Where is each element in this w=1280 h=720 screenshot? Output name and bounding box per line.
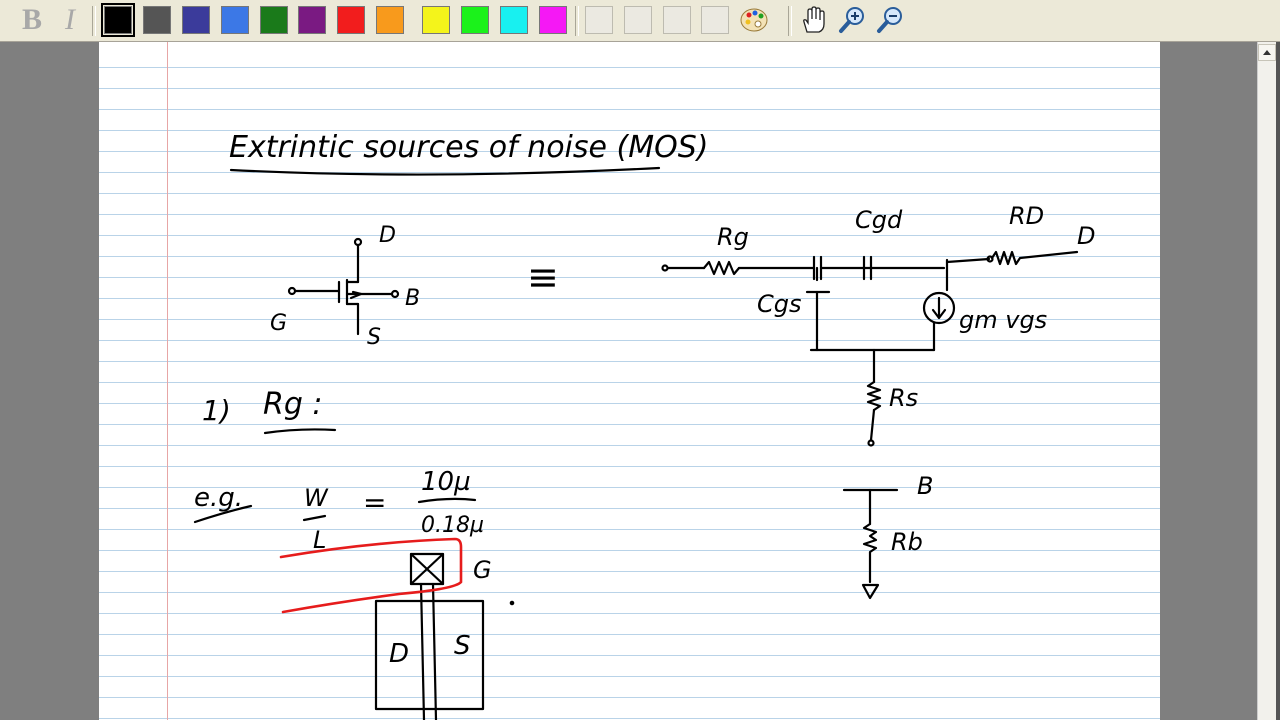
color-swatch-button[interactable] xyxy=(182,6,210,34)
l-text: L xyxy=(313,526,326,554)
window-edge xyxy=(1276,42,1280,720)
rs-resistor xyxy=(866,380,882,412)
rs-label: Rs xyxy=(889,384,918,412)
color-swatch-button[interactable] xyxy=(461,6,489,34)
toolbar-separator xyxy=(575,6,579,36)
palette-icon[interactable] xyxy=(738,4,770,36)
empty-slot-button[interactable] xyxy=(663,6,691,34)
mos-source-label: S xyxy=(367,325,381,350)
cgd-label: Cgd xyxy=(855,206,903,234)
rg-resistor xyxy=(702,260,741,276)
layout-gate-label: G xyxy=(473,556,492,584)
cgs-label: Cgs xyxy=(757,290,802,318)
mos-bulk-label: B xyxy=(405,286,420,311)
mos-drain-label: D xyxy=(379,223,396,248)
color-swatch-button[interactable] xyxy=(143,6,171,34)
equals-text: = xyxy=(363,486,386,519)
empty-slot-button[interactable] xyxy=(624,6,652,34)
w-text: W xyxy=(304,484,329,512)
italic-button[interactable]: I xyxy=(65,3,75,36)
rd-label: RD xyxy=(1009,202,1044,230)
layout-source-label: S xyxy=(454,631,471,661)
toolbar: B I xyxy=(0,0,1280,42)
hand-icon[interactable] xyxy=(798,4,830,36)
ground-symbol xyxy=(861,583,880,600)
rg-label: Rg xyxy=(717,223,749,251)
title-underline xyxy=(229,166,661,176)
notebook-page[interactable]: Extrintic sources of noise (MOS) D G S B… xyxy=(99,42,1160,720)
zoom-out-icon[interactable] xyxy=(874,4,906,36)
toolbar-separator xyxy=(788,6,792,36)
color-swatch-button[interactable] xyxy=(539,6,567,34)
zoom-in-icon[interactable] xyxy=(836,4,868,36)
bulk-label: B xyxy=(917,472,933,500)
scroll-up-button[interactable] xyxy=(1258,44,1276,61)
toolbar-separator xyxy=(92,6,96,36)
rb-label: Rb xyxy=(891,528,923,556)
color-swatch-button[interactable] xyxy=(422,6,450,34)
denominator-text: 0.18µ xyxy=(421,513,484,538)
color-swatch-button[interactable] xyxy=(500,6,528,34)
empty-slot-button[interactable] xyxy=(701,6,729,34)
empty-slot-button[interactable] xyxy=(585,6,613,34)
layout-drain-label: D xyxy=(389,639,409,669)
color-swatch-button[interactable] xyxy=(101,3,135,37)
red-gate-outline xyxy=(279,537,463,614)
bold-button[interactable]: B xyxy=(21,3,42,36)
rb-resistor xyxy=(862,522,878,584)
item-label: Rg : xyxy=(263,387,323,422)
layout-sketch xyxy=(374,552,485,720)
eg-text: e.g. xyxy=(194,483,243,513)
equivalent-circuit xyxy=(661,250,1079,600)
handwriting-canvas: Extrintic sources of noise (MOS) D G S B… xyxy=(193,130,1095,720)
numerator-text: 10µ xyxy=(421,467,471,497)
color-swatch-button[interactable] xyxy=(376,6,404,34)
drain-label: D xyxy=(1077,222,1095,250)
chevron-up-icon xyxy=(1263,50,1271,55)
title-text: Extrintic sources of noise (MOS) xyxy=(229,130,708,165)
rd-resistor xyxy=(990,250,1079,266)
margin-line xyxy=(167,42,168,720)
gm-label: gm vgs xyxy=(959,306,1047,334)
equivalent-sign: ≡ xyxy=(527,255,559,299)
color-swatch-button[interactable] xyxy=(260,6,288,34)
vertical-scrollbar[interactable] xyxy=(1257,42,1277,720)
color-swatch-button[interactable] xyxy=(298,6,326,34)
color-swatch-button[interactable] xyxy=(337,6,365,34)
mos-symbol xyxy=(287,237,400,336)
mos-gate-label: G xyxy=(270,311,287,336)
item-number: 1) xyxy=(202,394,231,427)
color-swatch-button[interactable] xyxy=(221,6,249,34)
